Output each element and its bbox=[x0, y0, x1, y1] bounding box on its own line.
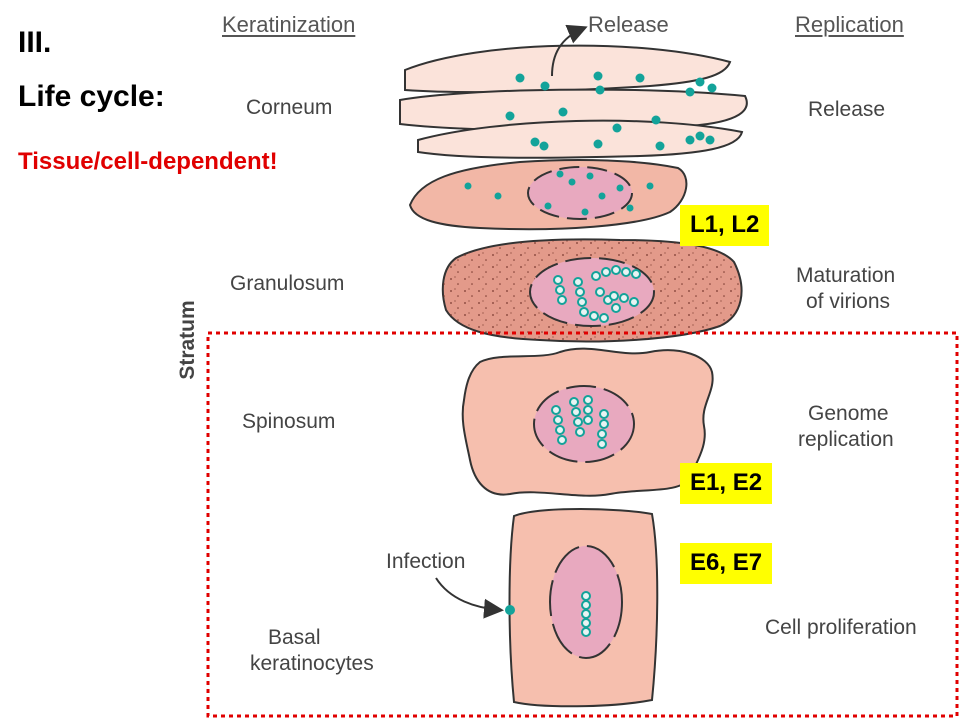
basal-keratinocyte bbox=[505, 508, 659, 708]
release-arrow bbox=[551, 24, 588, 77]
infection-arrow bbox=[435, 577, 504, 619]
granulosum-cell bbox=[441, 238, 743, 343]
section-number: III. bbox=[18, 26, 52, 59]
spinosum-cell bbox=[461, 347, 714, 497]
event-maturation-line2: of virions bbox=[806, 290, 891, 313]
header-release: Release bbox=[588, 12, 669, 37]
layer-corneum-label: Corneum bbox=[246, 96, 333, 119]
corneum-cells bbox=[399, 44, 748, 159]
layer-spinosum-label: Spinosum bbox=[242, 410, 336, 433]
event-genome-line1: Genome bbox=[808, 402, 889, 425]
gene-tag-l1-l2: L1, L2 bbox=[680, 205, 770, 246]
gene-tag-e1-e2: E1, E2 bbox=[680, 463, 773, 504]
layer-basal-label-line1: Basal bbox=[268, 626, 321, 649]
released-virions bbox=[505, 71, 717, 151]
slide-subtitle: Tissue/cell-dependent! bbox=[18, 148, 278, 175]
header-replication: Replication bbox=[795, 12, 904, 37]
upper-granular-cell bbox=[408, 159, 688, 231]
event-maturation-line1: Maturation bbox=[796, 264, 896, 287]
early-phase-highlight-box bbox=[206, 331, 959, 718]
infection-label: Infection bbox=[386, 550, 466, 573]
event-release: Release bbox=[808, 98, 886, 121]
layer-granulosum-label: Granulosum bbox=[230, 272, 345, 295]
stratum-label: Stratum bbox=[176, 300, 199, 380]
slide-title: Life cycle: bbox=[18, 80, 165, 113]
header-keratinization: Keratinization bbox=[222, 12, 356, 37]
gene-tag-e6-e7: E6, E7 bbox=[680, 543, 773, 584]
layer-basal-label-line2: keratinocytes bbox=[250, 652, 374, 675]
event-genome-line2: replication bbox=[798, 428, 894, 451]
event-cell-proliferation: Cell proliferation bbox=[765, 616, 917, 639]
